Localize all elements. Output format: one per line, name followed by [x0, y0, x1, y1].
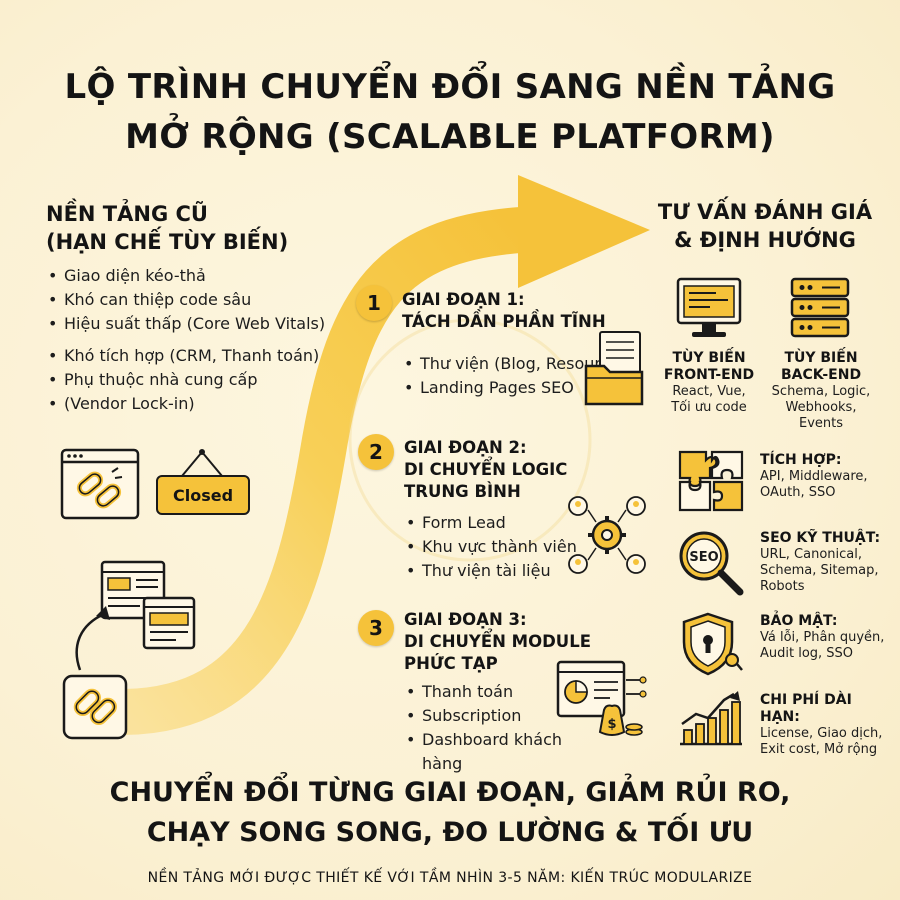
stage-3-title: GIAI ĐOẠN 3: DI CHUYỂN MODULE PHỨC TẠP: [404, 610, 591, 673]
stage-3-number: 3: [358, 610, 394, 646]
old-platform-heading-line1: NỀN TẢNG CŨ: [46, 202, 208, 226]
seo-icon-label: SEO: [689, 550, 718, 565]
list-item: Phụ thuộc nhà cung cấp: [46, 368, 346, 392]
list-item-continuation: (Vendor Lock-in): [46, 392, 346, 416]
security-block: BẢO MẬT: Vá lỗi, Phân quyền, Audit log, …: [760, 613, 885, 661]
gear-users-network-icon: [568, 496, 646, 574]
svg-text:$: $: [607, 717, 616, 732]
old-platform-list: Giao diện kéo-thả Khó can thiệp code sâu…: [46, 264, 346, 416]
dashboard-payment-icon: $: [556, 660, 647, 736]
frontend-block: TÙY BIẾN FRONT-END React, Vue, Tối ưu co…: [663, 350, 755, 415]
list-item: Subscription: [404, 704, 604, 728]
list-item: Giao diện kéo-thả: [46, 264, 346, 288]
shield-lock-icon: [682, 612, 743, 676]
stage-2-title: GIAI ĐOẠN 2: DI CHUYỂN LOGIC TRUNG BÌNH: [404, 438, 568, 501]
web-pages-icon: [100, 560, 196, 650]
page-title-line1: LỘ TRÌNH CHUYỂN ĐỔI SANG NỀN TẢNG: [64, 67, 836, 107]
list-item: Khó tích hợp (CRM, Thanh toán): [46, 344, 346, 368]
old-platform-heading-line2: (HẠN CHẾ TÙY BIẾN): [46, 230, 289, 254]
stage-1-title: GIAI ĐOẠN 1: TÁCH DẦN PHẦN TĨNH: [402, 290, 606, 331]
backend-block: TÙY BIẾN BACK-END Schema, Logic, Webhook…: [771, 350, 871, 431]
stage-2-number: 2: [358, 434, 394, 470]
closed-sign: Closed: [156, 475, 250, 515]
old-platform-section: NỀN TẢNG CŨ (HẠN CHẾ TÙY BIẾN): [46, 200, 288, 256]
integration-block: TÍCH HỢP: API, Middleware, OAuth, SSO: [760, 452, 868, 500]
stage-3-list: Thanh toán Subscription Dashboard khách …: [404, 680, 604, 776]
footer-line1: CHUYỂN ĐỔI TỪNG GIAI ĐOẠN, GIẢM RỦI RO,: [109, 777, 791, 808]
cost-block: CHI PHÍ DÀI HẠN: License, Giao dịch, Exi…: [760, 692, 883, 757]
list-item: Hiệu suất thấp (Core Web Vitals): [46, 312, 346, 336]
sign-hanger-icon: [181, 449, 223, 477]
list-item: Khó can thiệp code sâu: [46, 288, 346, 312]
list-item: Dashboard khách hàng: [404, 728, 604, 776]
link-chain-icon: [62, 674, 128, 740]
growth-chart-icon: [680, 691, 742, 746]
list-item: Landing Pages SEO: [402, 376, 652, 400]
stage-2-list: Form Lead Khu vực thành viên Thư viện tà…: [404, 511, 584, 583]
page-title-line2: MỞ RỘNG (SCALABLE PLATFORM): [125, 117, 775, 157]
broken-link-window-icon: [60, 448, 140, 520]
server-rack-icon: [790, 277, 850, 338]
footer-line2: CHẠY SONG SONG, ĐO LƯỜNG & TỐI ƯU: [146, 817, 754, 848]
seo-magnifier-icon: SEO: [679, 531, 744, 596]
list-item: Thanh toán: [404, 680, 604, 704]
consulting-heading: TƯ VẤN ĐÁNH GIÁ & ĐỊNH HƯỚNG: [657, 200, 873, 252]
stage-1-number: 1: [356, 285, 392, 321]
monitor-code-icon: [676, 277, 742, 337]
puzzle-icon: [678, 450, 744, 512]
list-item: Khu vực thành viên: [404, 535, 584, 559]
list-item: Thư viện (Blog, Resources): [402, 352, 652, 376]
folder-documents-icon: [584, 331, 644, 406]
footer-subtitle: NỀN TẢNG MỚI ĐƯỢC THIẾT KẾ VỚI TẦM NHÌN …: [147, 870, 753, 886]
seo-block: SEO KỸ THUẬT: URL, Canonical, Schema, Si…: [760, 530, 881, 594]
curved-arrow-icon: [75, 606, 110, 671]
stage-1-list: Thư viện (Blog, Resources) Landing Pages…: [402, 352, 652, 400]
list-item: Form Lead: [404, 511, 584, 535]
list-item: Thư viện tài liệu: [404, 559, 584, 583]
